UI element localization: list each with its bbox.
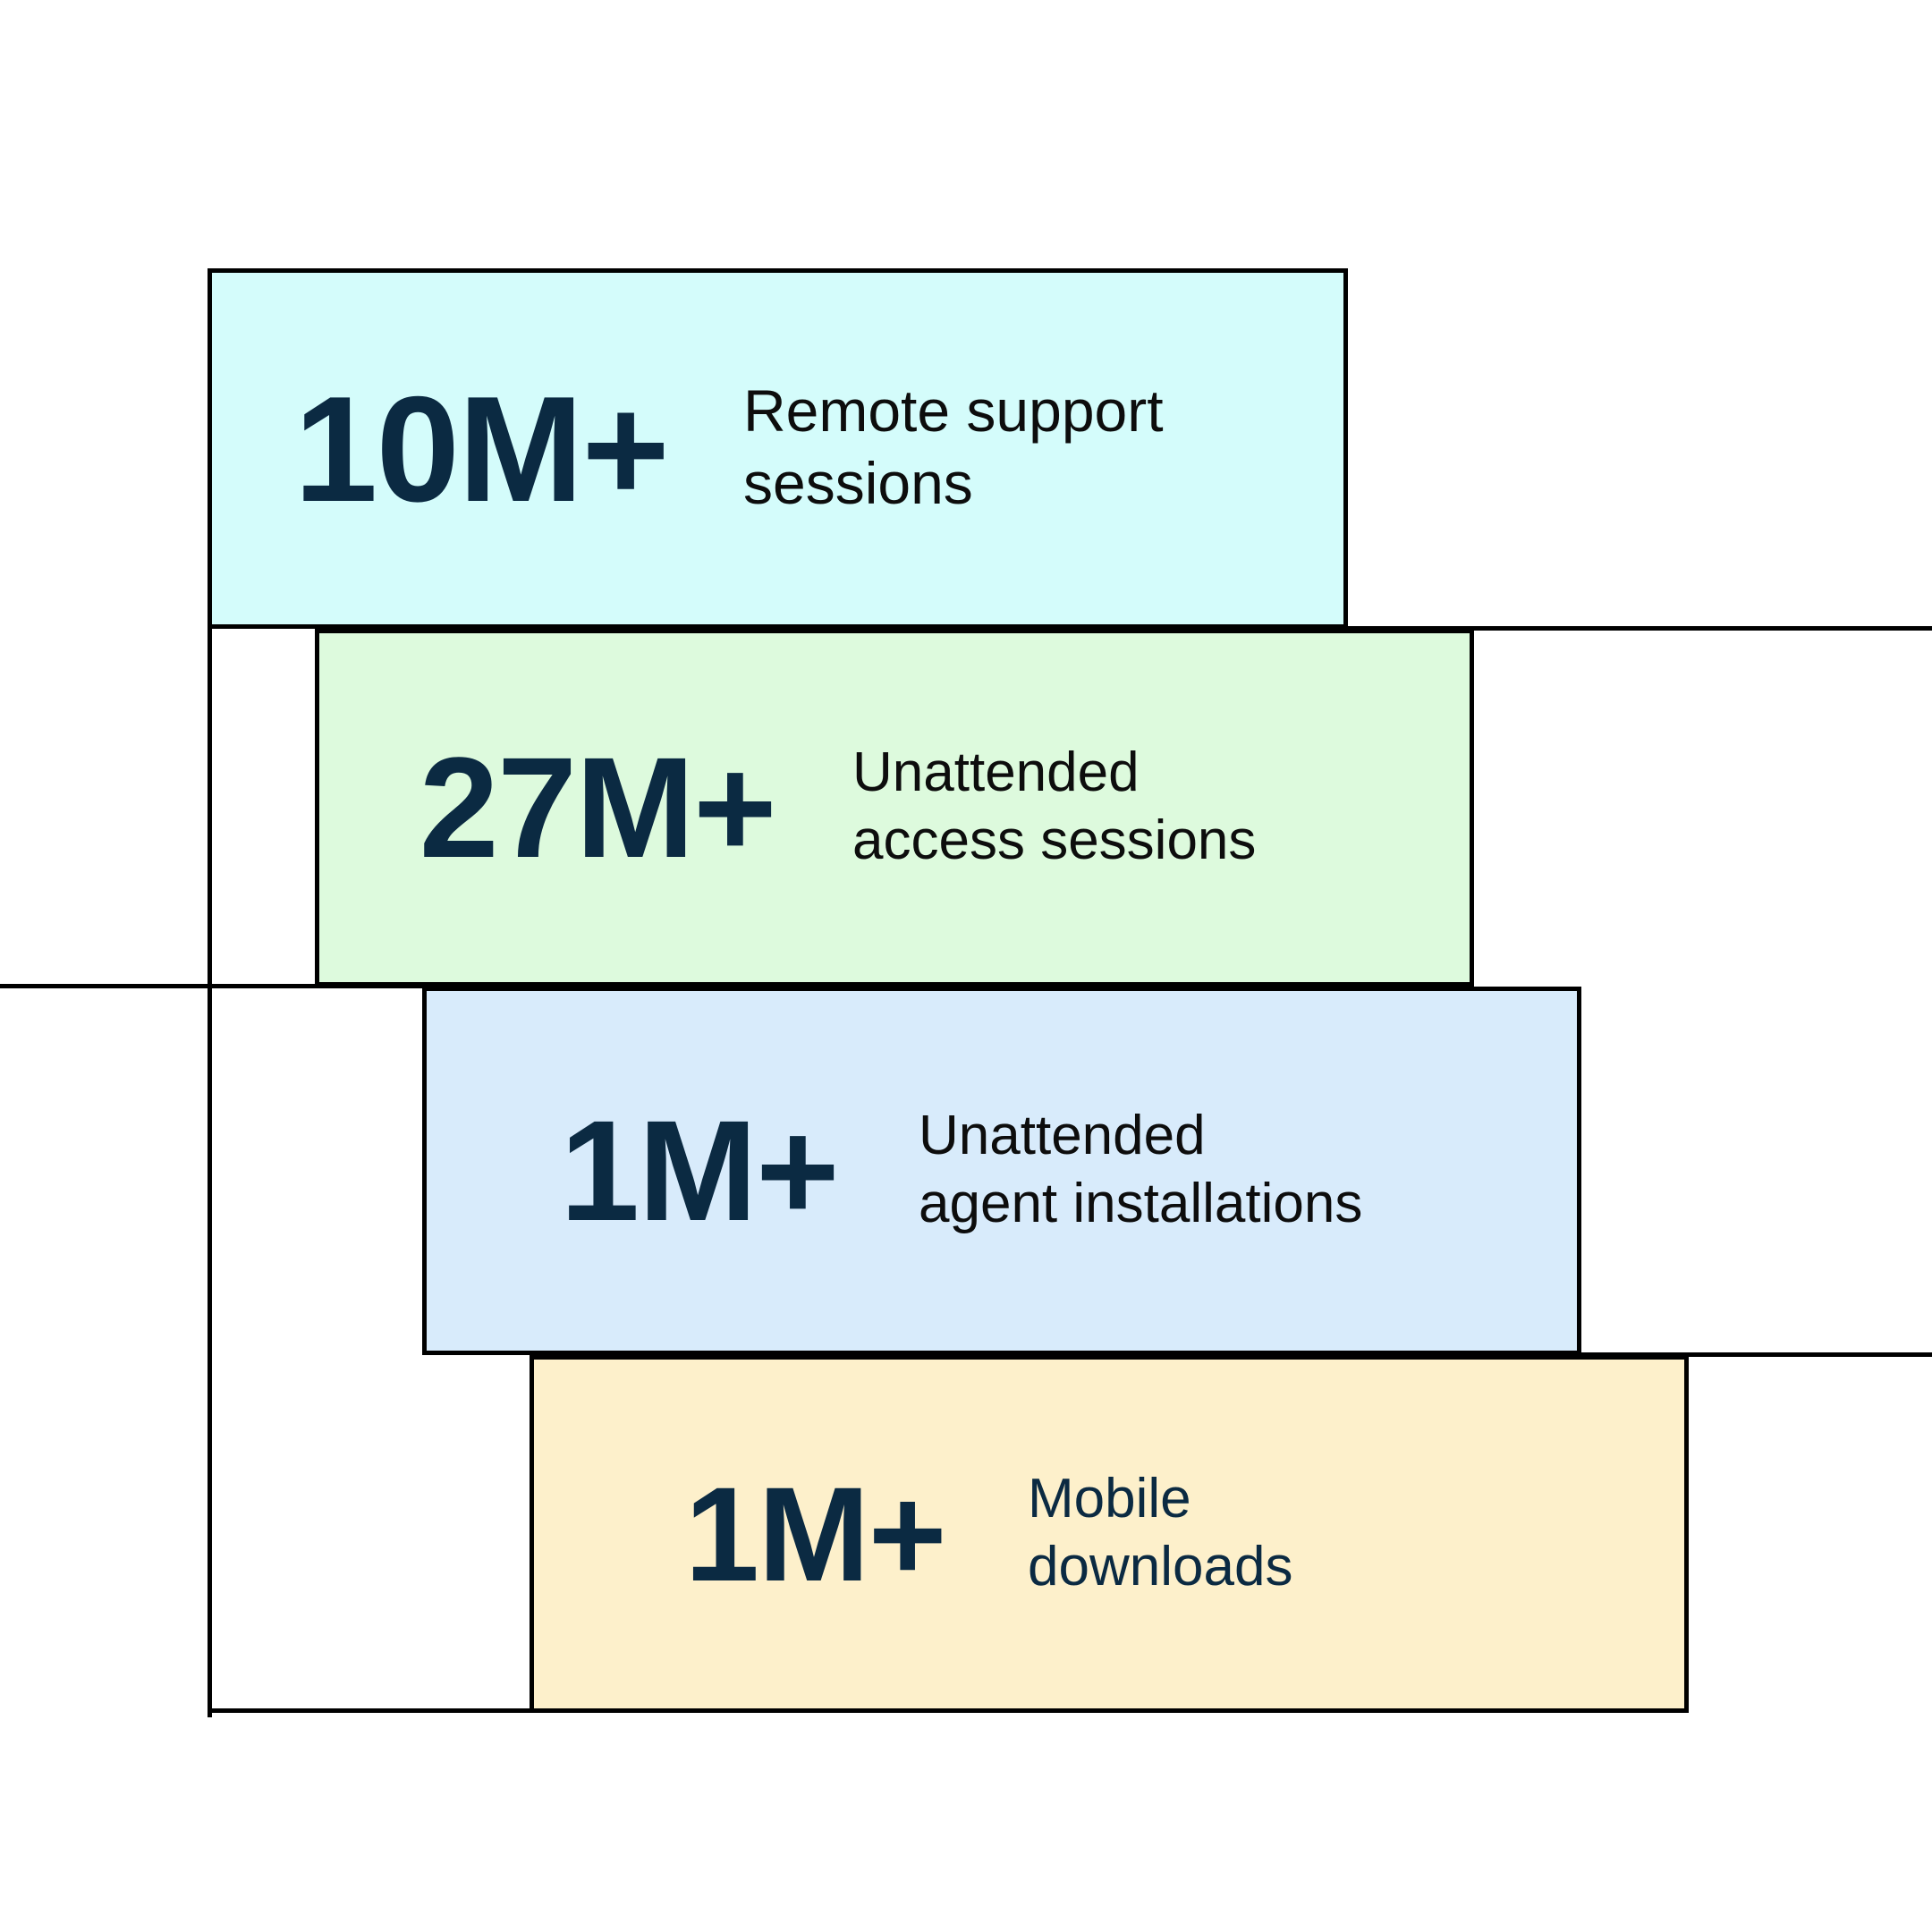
stat-label-remote-support: Remote support sessions [743,377,1164,516]
stat-value-remote-support: 10M+ [293,364,670,533]
stat-card-mobile-downloads: 1M+ Mobile downloads [530,1355,1689,1713]
stat-card-agent-installations: 1M+ Unattended agent installations [422,987,1581,1355]
stat-label-agent-installations: Unattended agent installations [919,1105,1363,1234]
stat-card-content: 10M+ Remote support sessions [212,374,1343,524]
stat-label-mobile-downloads: Mobile downloads [1028,1468,1293,1597]
stat-label-unattended-access: Unattended access sessions [852,741,1257,871]
guide-line-blue-top-left-extension [0,984,422,988]
guide-line-green-top-right-extension [1348,626,1932,631]
stat-card-content: 1M+ Mobile downloads [534,1467,1684,1601]
vertical-guide-line-left [208,268,212,1717]
stat-value-mobile-downloads: 1M+ [684,1459,947,1609]
stat-card-unattended-access: 27M+ Unattended access sessions [315,629,1474,987]
guide-line-yellow-top-right-extension [1581,1352,1932,1357]
stat-card-content: 1M+ Unattended agent installations [427,1099,1577,1242]
stat-card-content: 27M+ Unattended access sessions [319,736,1470,879]
stat-card-remote-support: 10M+ Remote support sessions [208,268,1348,629]
stat-value-unattended-access: 27M+ [419,727,777,887]
stat-value-agent-installations: 1M+ [560,1090,840,1250]
